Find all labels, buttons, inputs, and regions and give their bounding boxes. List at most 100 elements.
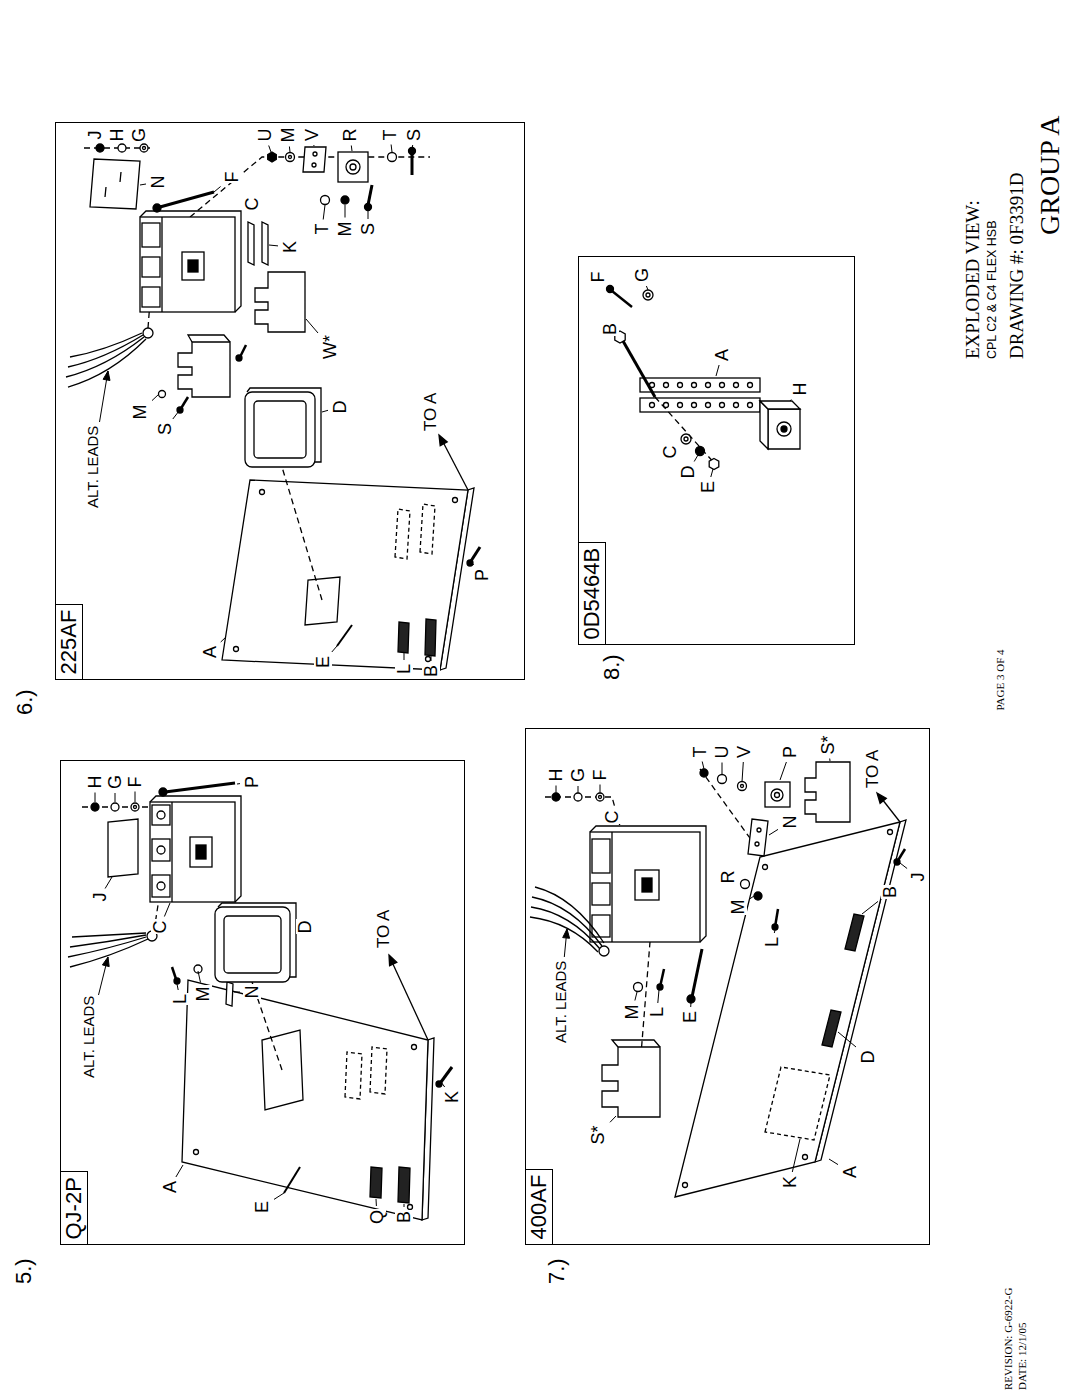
hardware — [140, 144, 148, 152]
callout-letter: Q — [368, 1209, 386, 1225]
leader-line — [635, 992, 637, 1001]
callout-letter: S* — [819, 734, 837, 755]
hardware — [684, 437, 688, 441]
leader-line — [176, 1165, 183, 1177]
housing — [245, 388, 321, 467]
mounting-plate — [425, 619, 436, 656]
callout-text: ALT. LEADS — [81, 995, 96, 1079]
bus-strip — [692, 383, 697, 388]
bus-strip — [748, 383, 753, 388]
callout-letter: G — [130, 127, 148, 143]
hardware — [134, 806, 137, 809]
leader-arrow — [102, 957, 109, 967]
hardware — [96, 144, 104, 152]
hardware — [765, 782, 790, 807]
callout-letter: T — [691, 746, 709, 759]
leader-line — [404, 653, 405, 660]
panel-tab: QJ-2P — [60, 1171, 88, 1245]
callout-letter: F — [589, 271, 607, 284]
leader-line — [323, 205, 325, 220]
hardware — [159, 391, 166, 398]
panel-number: 8.) — [601, 654, 623, 680]
bus-strip — [734, 383, 739, 388]
bus-strip — [640, 378, 760, 392]
leader-line — [376, 1199, 377, 1206]
cover-plate — [90, 159, 140, 209]
circuit-breaker — [152, 875, 170, 897]
screw — [471, 547, 480, 561]
circuit-breaker — [150, 796, 241, 902]
footer-note: REVISION: G-6922-G — [1003, 1287, 1014, 1391]
hardware — [607, 286, 719, 470]
hardware — [91, 803, 99, 811]
leader-line — [306, 319, 318, 333]
hardware — [111, 803, 119, 811]
callout-letter: A — [201, 645, 219, 659]
hardware — [709, 459, 719, 470]
wire-bundle — [530, 887, 609, 956]
housing — [215, 907, 290, 982]
callout-letter: D — [296, 920, 314, 935]
assembly-line — [545, 769, 760, 1067]
hardware — [411, 152, 414, 175]
callout-letter: B — [881, 885, 899, 899]
leader-line — [269, 146, 271, 153]
callout-letter: H — [86, 775, 104, 790]
panel-tab: 400AF — [525, 1169, 553, 1246]
leader-line — [214, 187, 221, 193]
mounting-plate — [194, 1150, 199, 1155]
leader-line — [412, 145, 414, 150]
assembly-line — [655, 397, 716, 465]
circuit-breaker — [590, 832, 700, 942]
hardware — [596, 793, 604, 801]
mounting-plate — [426, 657, 431, 662]
title-block-text: CPL C2 & C4 FLEX HSB — [986, 220, 999, 360]
callout-letter: M — [131, 404, 149, 421]
wire-bundle — [68, 335, 143, 367]
circuit-breaker — [611, 832, 612, 942]
callout-letter: T — [313, 223, 331, 236]
callout-letter: G — [633, 267, 651, 283]
callout-letter: T — [381, 129, 399, 142]
callout-letter: M — [194, 986, 212, 1003]
hardware — [612, 291, 632, 307]
hardware — [131, 803, 139, 811]
wire-bundle — [70, 939, 148, 967]
standoff-block — [777, 422, 791, 436]
callout-letter: D — [679, 465, 697, 480]
leader-line — [115, 793, 116, 802]
leader-line — [792, 1139, 800, 1172]
callout-letter: J — [91, 892, 109, 903]
circuit-breaker — [590, 826, 706, 942]
direction-arrow — [877, 793, 900, 822]
callout-letter: M — [336, 221, 354, 238]
callout-letter: F — [223, 171, 241, 184]
callout-letter: A — [161, 1180, 179, 1194]
mounting-plate — [182, 980, 434, 1220]
circuit-breaker — [140, 217, 235, 312]
screw — [894, 859, 900, 865]
terminal-shield — [188, 335, 230, 342]
leader-line — [790, 400, 791, 402]
standoff-block — [781, 426, 787, 432]
direction-arrow — [389, 955, 397, 966]
callout-letter: M — [729, 899, 747, 916]
bus-strip — [678, 403, 683, 408]
wire-bundle — [66, 337, 144, 377]
leader-line — [322, 410, 328, 412]
hardware — [687, 995, 695, 1003]
hardware — [552, 769, 790, 1003]
callout-letter: S* — [589, 1124, 607, 1145]
leader-line — [780, 762, 786, 780]
callout-letter: L — [648, 1006, 666, 1018]
wire-bundle — [68, 339, 146, 387]
callout-letter: B — [601, 322, 619, 336]
circuit-breaker — [157, 882, 165, 890]
leader-line — [711, 469, 713, 477]
hardware — [313, 152, 317, 156]
bar — [262, 222, 268, 265]
callout-letter: E — [681, 1010, 699, 1024]
leader-line — [173, 411, 179, 419]
mounting-plate — [260, 490, 265, 495]
mounting-plate — [398, 1167, 410, 1203]
